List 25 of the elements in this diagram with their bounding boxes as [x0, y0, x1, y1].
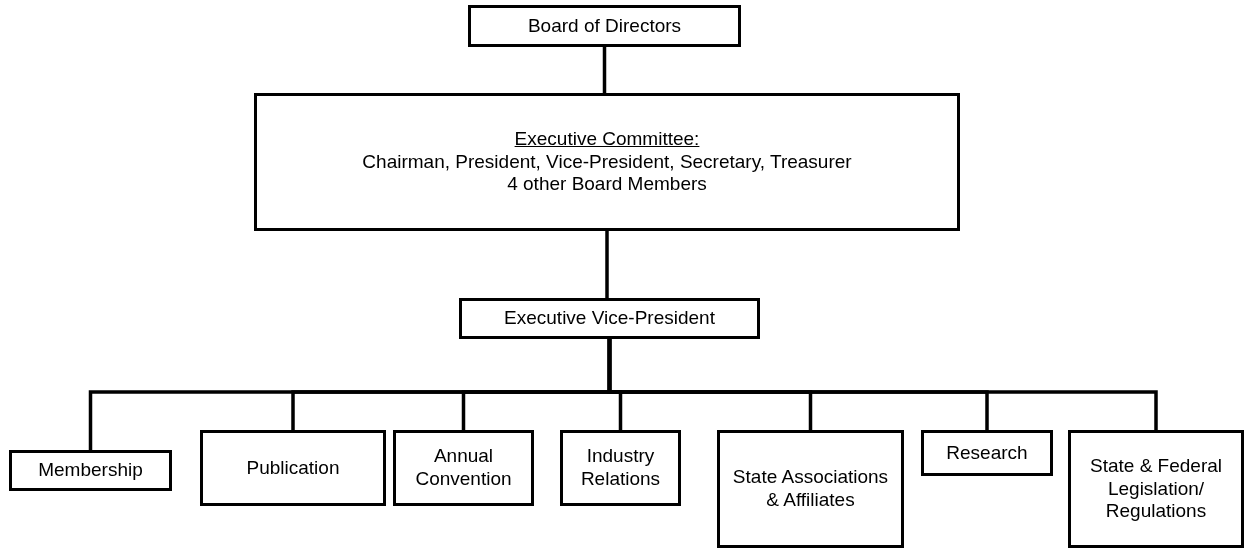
box-text: Publication: [246, 456, 340, 480]
org-box: [560, 430, 681, 506]
box-heading: Executive Committee:: [514, 127, 700, 151]
org-box: [254, 93, 960, 231]
org-box: [9, 450, 172, 491]
box-text: Annual Convention: [414, 445, 513, 491]
box-text: Industry Relations: [579, 445, 662, 491]
org-box: [717, 430, 904, 548]
org-box: [459, 298, 760, 339]
connector-line: [602, 47, 607, 93]
box-text: Chairman, President, Vice-President, Secretary, Treasurer: [362, 150, 852, 174]
org-box: [921, 430, 1053, 476]
box-text: Membership: [38, 459, 143, 482]
box-text: State & Federal Legislation/ Regulations: [1089, 454, 1223, 524]
org-box: [200, 430, 386, 506]
box-text: Executive Vice-President: [504, 307, 715, 330]
org-box: [393, 430, 534, 506]
box-text: 4 other Board Members: [507, 173, 707, 197]
org-box: [1068, 430, 1244, 548]
connector-line: [605, 231, 609, 298]
box-text: Research: [946, 441, 1028, 465]
org-box: [468, 5, 741, 47]
box-text: State Associations & Affiliates: [731, 466, 890, 512]
box-text: Board of Directors: [527, 14, 682, 38]
connector-line: [607, 339, 1158, 430]
